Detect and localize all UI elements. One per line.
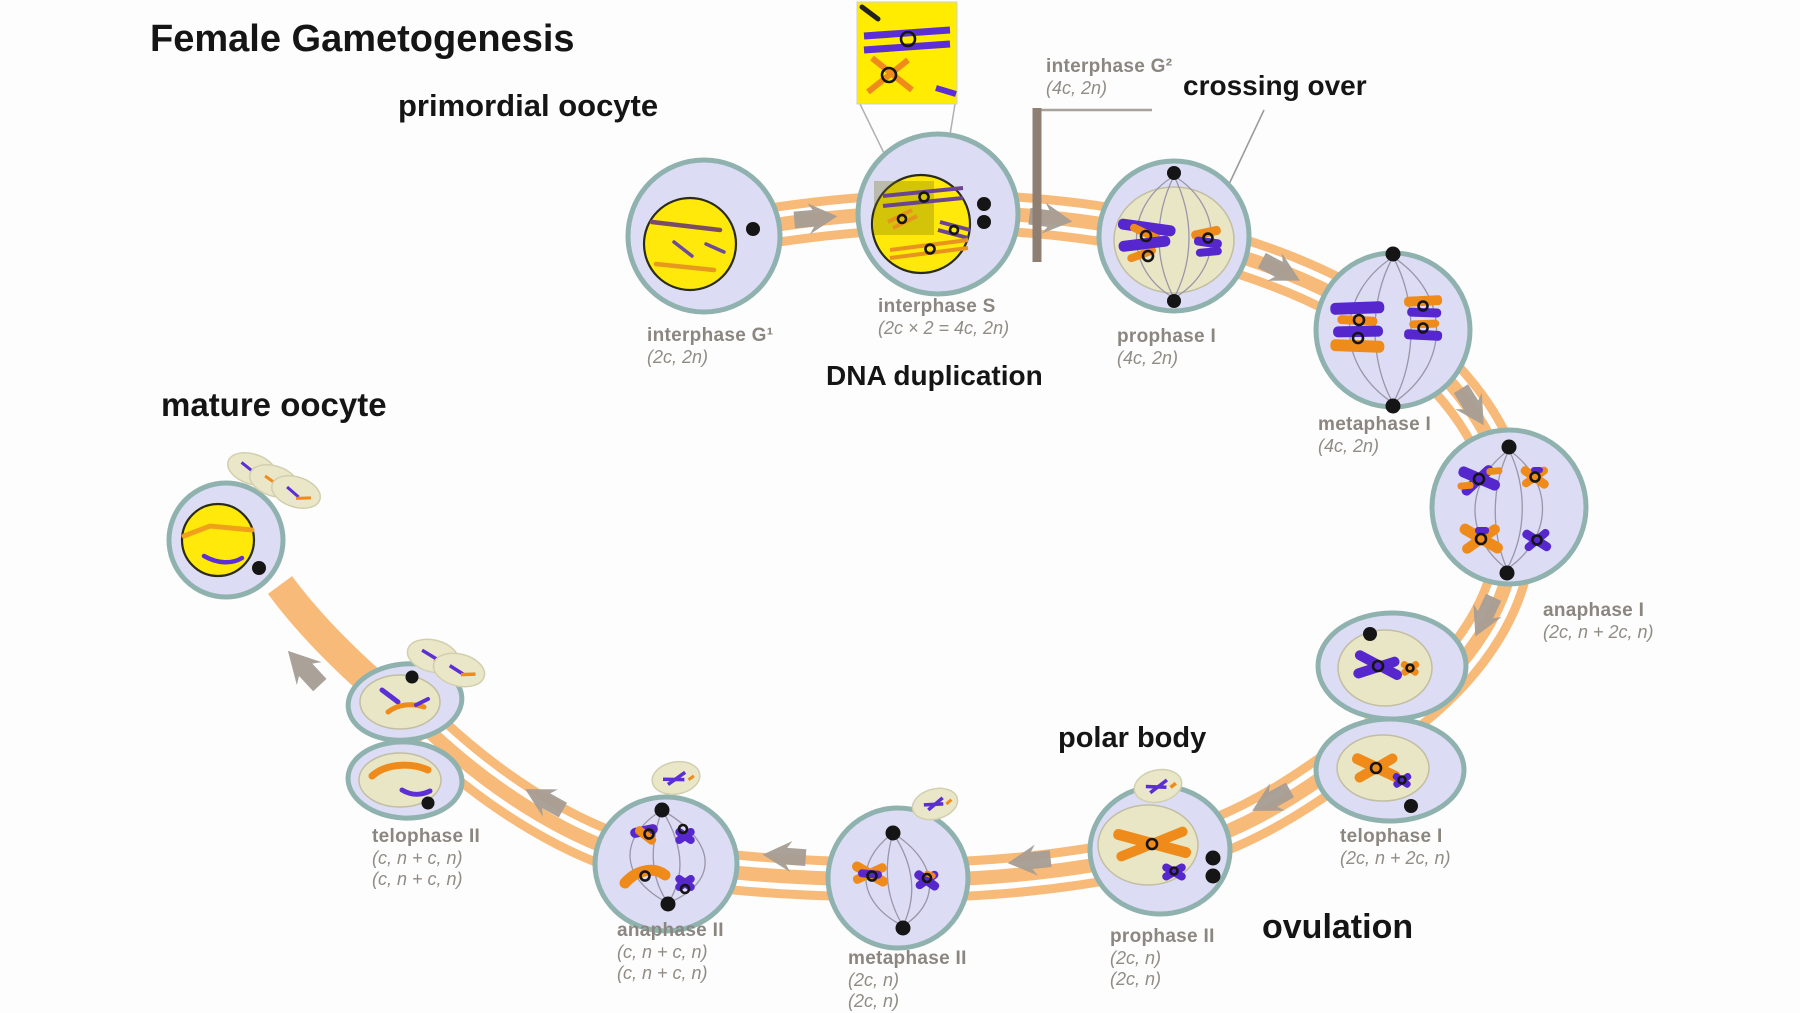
stage-formula: (c, n + c, n) <box>372 848 463 869</box>
stage-label-prophase-1: prophase I (4c, 2n) <box>1117 326 1216 369</box>
stage-formula: (2c, n) <box>848 970 900 991</box>
stage-name: interphase G² <box>1046 56 1173 77</box>
stage-label-prophase-2: prophase II (2c, n) (2c, n) <box>1110 926 1215 990</box>
stage-label-telophase-2: telophase II (c, n + c, n) (c, n + c, n) <box>372 826 480 890</box>
stage-formula: (4c, 2n) <box>1318 436 1380 457</box>
dyad <box>1457 465 1503 496</box>
stage-label-interphase-g2: interphase G² (4c, 2n) <box>1046 56 1172 99</box>
stage-formula: (2c × 2 = 4c, 2n) <box>878 318 1010 339</box>
dyad <box>1113 826 1192 862</box>
stage-formula: (2c, 2n) <box>647 347 709 368</box>
chromosome-inset-box <box>856 1 958 105</box>
chromatid <box>675 823 695 845</box>
cell-anaphase-2 <box>592 794 740 934</box>
stage-label-telophase-1: telophase I (2c, n + 2c, n) <box>1340 826 1451 869</box>
label-dna-duplication: DNA duplication <box>826 360 1043 391</box>
chromatid <box>630 824 658 845</box>
dyad <box>1459 523 1503 554</box>
stage-name: telophase II <box>372 826 481 847</box>
page-title: Female Gametogenesis <box>150 18 575 60</box>
stage-name: prophase I <box>1117 326 1217 347</box>
dyad <box>1351 753 1412 788</box>
polar-body-anaphase-2 <box>651 760 701 796</box>
stage-label-metaphase-2: metaphase II (2c, n) (2c, n) <box>848 948 967 1012</box>
cell-prophase-1 <box>1096 158 1252 314</box>
chromatid <box>675 874 695 895</box>
tetrad <box>1191 225 1222 257</box>
stage-name: metaphase I <box>1318 414 1432 435</box>
stage-label-interphase-g1: interphase G¹ (2c, 2n) <box>647 325 773 368</box>
stage-name: interphase G¹ <box>647 325 774 346</box>
tetrad <box>1404 295 1443 341</box>
stage-formula: (c, n + c, n) <box>617 962 708 983</box>
chromatid <box>619 864 671 889</box>
stage-formula: (2c, n) <box>1110 948 1162 969</box>
dyad <box>852 861 888 887</box>
cell-interphase-s <box>855 131 1021 297</box>
cell-prophase-2 <box>1087 783 1233 917</box>
cell-telophase-1 <box>1313 610 1469 824</box>
stage-formula: (2c, n) <box>848 990 900 1011</box>
tetrad <box>1330 301 1385 353</box>
polar-body-metaphase-2 <box>911 787 959 821</box>
cell-metaphase-1 <box>1313 246 1473 414</box>
cell-mature-oocyte <box>166 480 286 600</box>
stage-label-anaphase-2: anaphase II (c, n + c, n) (c, n + c, n) <box>617 920 724 984</box>
label-primordial-oocyte: primordial oocyte <box>398 88 659 123</box>
interphase-g2-pointer <box>1032 108 1152 262</box>
stage-formula: (4c, 2n) <box>1117 348 1179 369</box>
duplicated-chromosomes <box>882 186 971 260</box>
dyad <box>914 870 940 891</box>
cell-metaphase-2 <box>825 805 971 951</box>
polar-bodies-mature-oocyte <box>227 452 321 509</box>
cell-telophase-2 <box>345 661 465 821</box>
stage-label-interphase-s: interphase S (2c × 2 = 4c, 2n) <box>878 296 1009 339</box>
stage-formula: (2c, n + 2c, n) <box>1340 848 1451 869</box>
stage-formula: (c, n + c, n) <box>617 942 708 963</box>
dyad <box>1520 466 1549 489</box>
stage-formula: (4c, 2n) <box>1046 78 1108 99</box>
label-ovulation: ovulation <box>1262 908 1414 946</box>
stage-name: anaphase II <box>617 920 724 941</box>
stage-name: anaphase I <box>1543 600 1645 621</box>
stage-formula: (c, n + c, n) <box>372 868 463 889</box>
stage-label-anaphase-1: anaphase I (2c, n + 2c, n) <box>1543 600 1654 643</box>
label-polar-body: polar body <box>1058 722 1207 754</box>
polar-body-prophase-2 <box>1133 768 1183 804</box>
dyad <box>1522 528 1552 552</box>
dyad <box>1353 650 1420 680</box>
label-mature-oocyte: mature oocyte <box>161 386 387 423</box>
stage-name: telophase I <box>1340 826 1443 847</box>
polar-bodies-telophase-2 <box>406 638 486 688</box>
dyad <box>1162 863 1186 881</box>
stage-name: metaphase II <box>848 948 967 969</box>
stage-formula: (2c, n + 2c, n) <box>1543 622 1654 643</box>
cell-interphase-g1 <box>625 157 783 315</box>
stage-name: prophase II <box>1110 926 1215 947</box>
stage-formula: (2c, n) <box>1110 968 1162 989</box>
label-crossing-over: crossing over <box>1183 70 1367 101</box>
cell-anaphase-1 <box>1429 427 1589 587</box>
stage-name: interphase S <box>878 296 996 317</box>
stage-label-metaphase-1: metaphase I (4c, 2n) <box>1318 414 1431 457</box>
tetrad <box>1117 218 1176 263</box>
